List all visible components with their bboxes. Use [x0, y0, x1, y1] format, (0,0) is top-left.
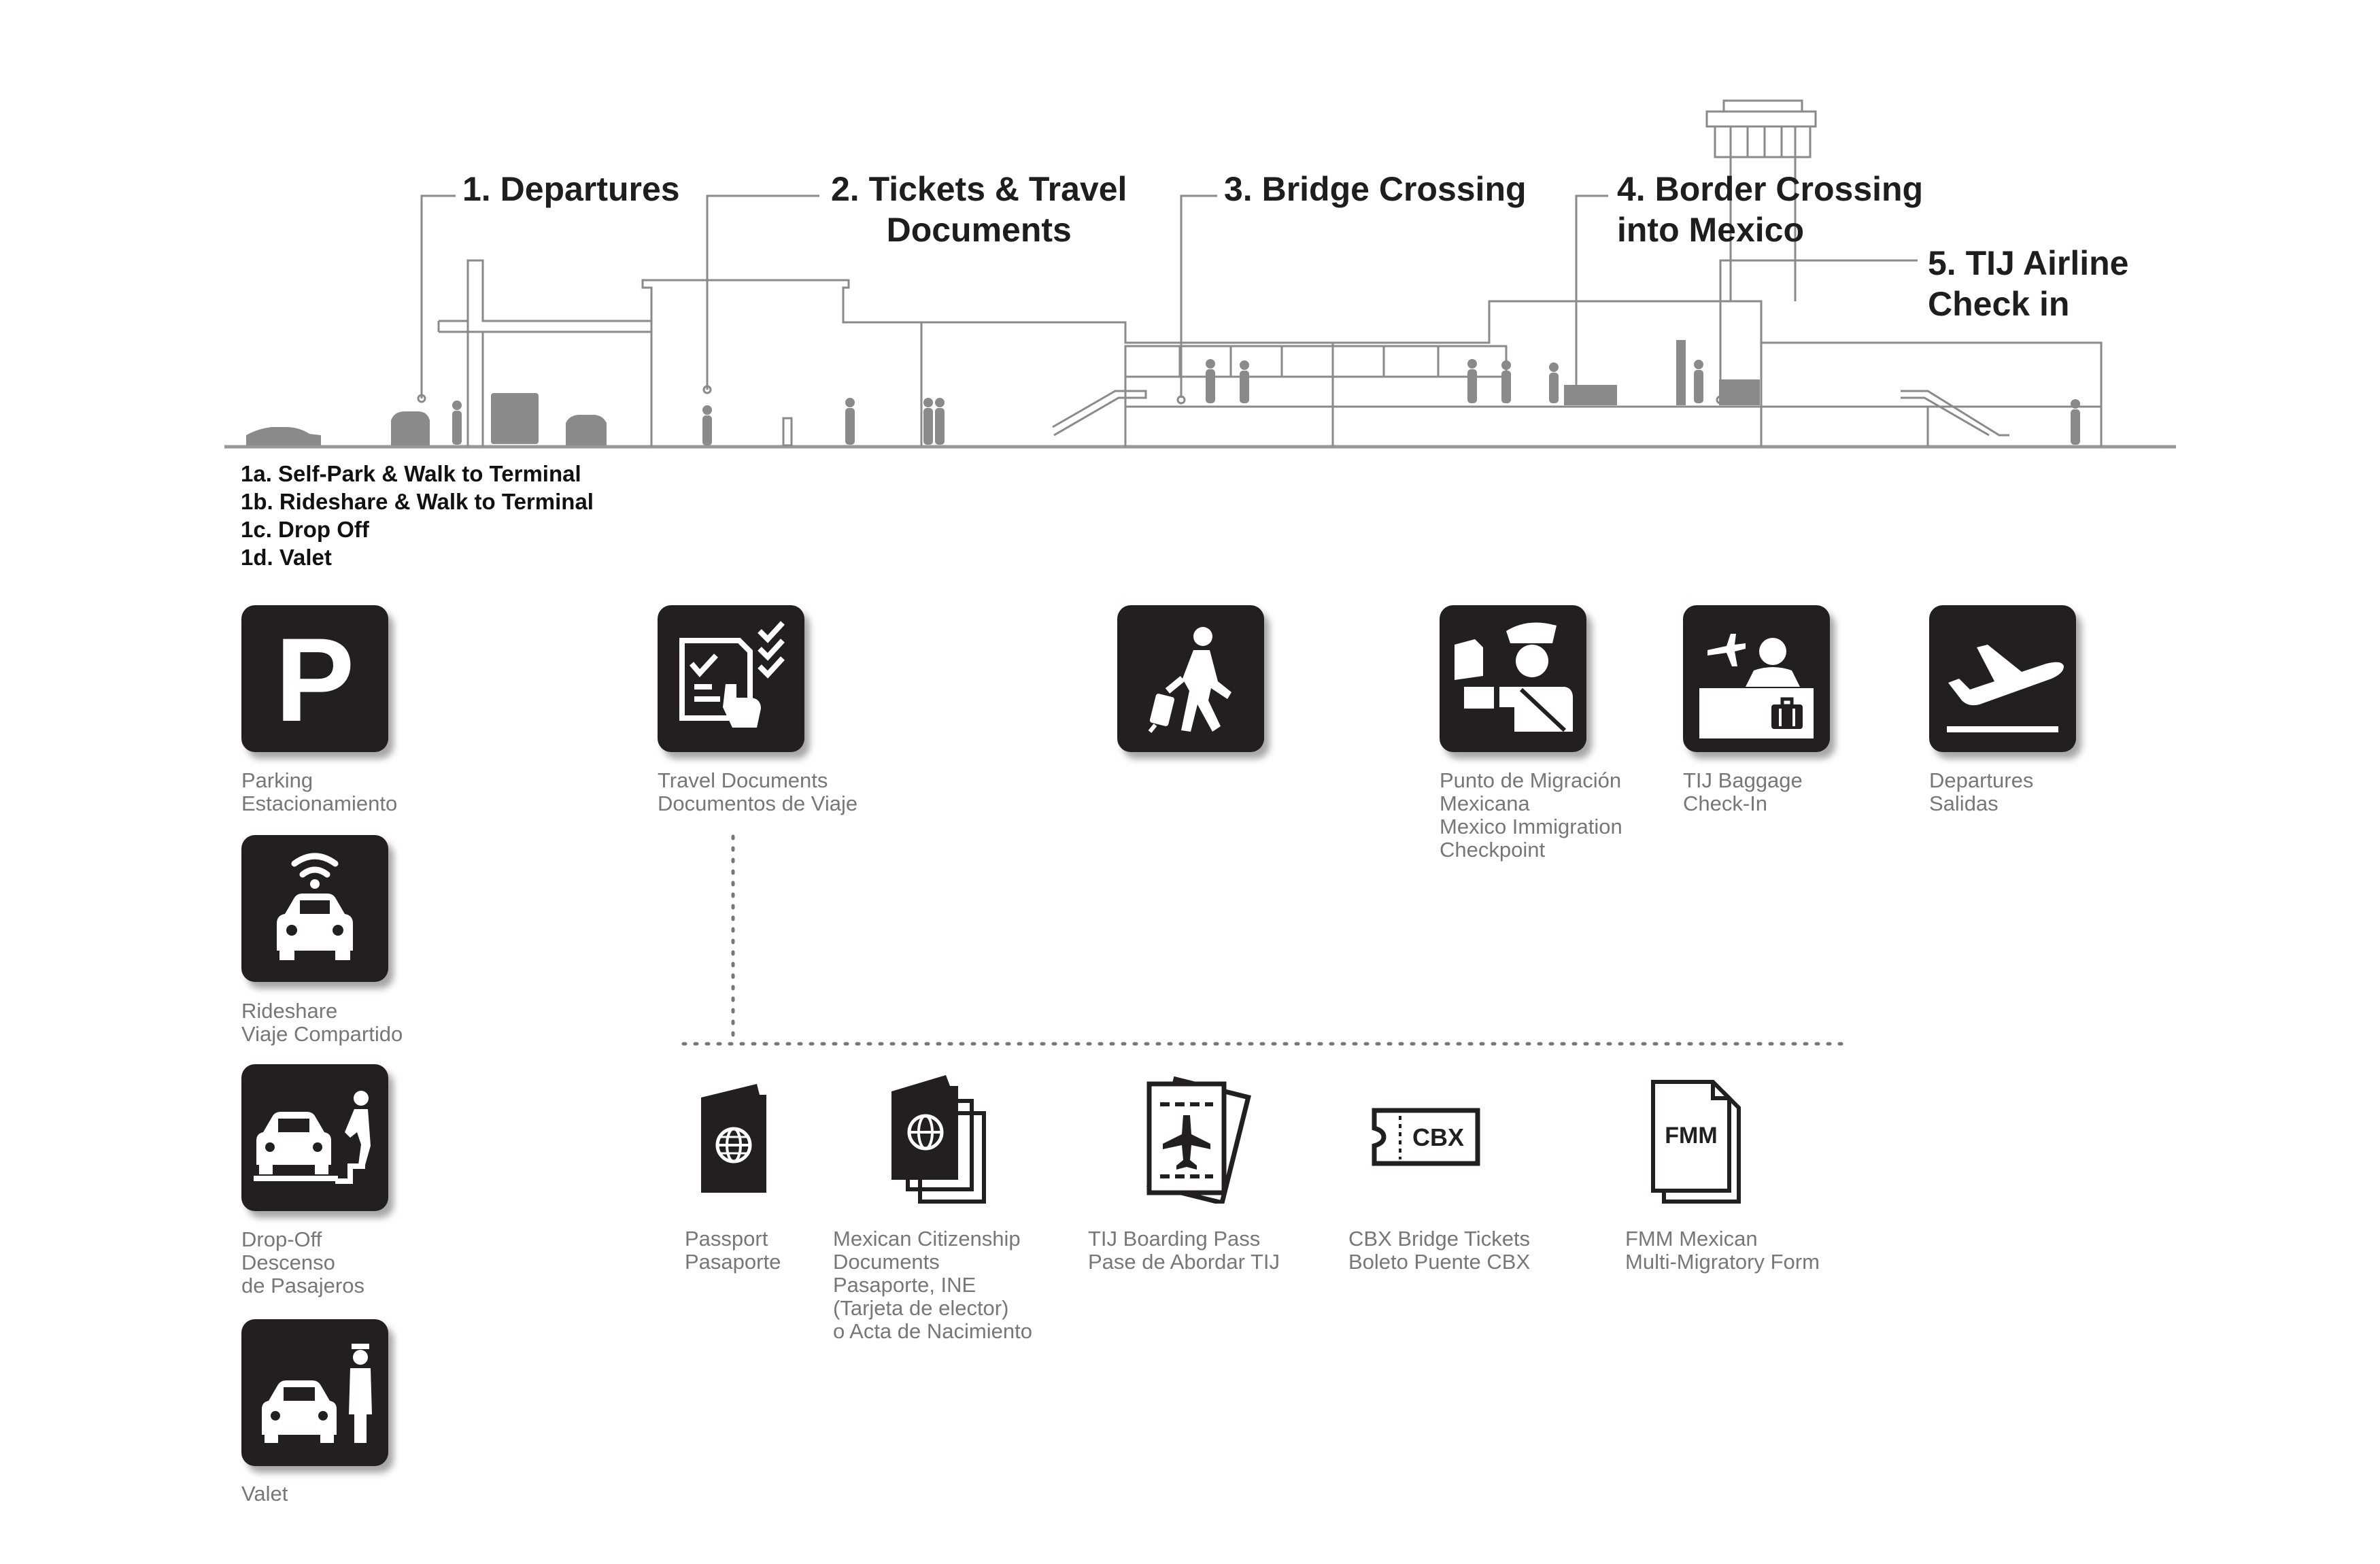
option-self-park: 1a. Self-Park & Walk to Terminal: [241, 461, 581, 486]
cbx-ticket-text: CBX: [1412, 1123, 1464, 1151]
drop-off-icon: [241, 1064, 388, 1211]
passport-icon: [697, 1081, 772, 1197]
travel-documents-icon: [658, 605, 804, 752]
step-border-crossing: 4. Border Crossing into Mexico: [1617, 170, 1924, 249]
step-departures: 1. Departures: [462, 170, 680, 208]
step-airline-checkin: 5. TIJ Airline Check in: [1928, 244, 2129, 323]
option-valet: 1d. Valet: [241, 545, 332, 570]
boarding-pass-icon: [1134, 1074, 1253, 1204]
option-rideshare: 1b. Rideshare & Walk to Terminal: [241, 489, 594, 514]
fmm-form-icon: FMM: [1649, 1078, 1748, 1207]
immigration-officer-icon: [1440, 605, 1586, 752]
rideshare-icon: [241, 835, 388, 982]
option-drop-off: 1c. Drop Off: [241, 517, 369, 542]
step-bridge-crossing: 3. Bridge Crossing: [1224, 170, 1527, 208]
baggage-check-in-icon: [1683, 605, 1830, 752]
parking-icon: P: [241, 605, 388, 752]
step-tickets-documents: 2. Tickets & Travel Documents: [831, 170, 1127, 249]
mexican-citizenship-documents-icon: [887, 1071, 989, 1207]
fmm-form-text: FMM: [1665, 1123, 1717, 1149]
valet-icon: [241, 1319, 388, 1466]
walking-traveler-icon: [1117, 605, 1264, 752]
parking-glyph: P: [275, 614, 355, 747]
valet-caption: Valet: [241, 1482, 288, 1506]
departures-plane-icon: [1929, 605, 2076, 752]
cbx-ticket-icon: CBX: [1370, 1105, 1482, 1170]
